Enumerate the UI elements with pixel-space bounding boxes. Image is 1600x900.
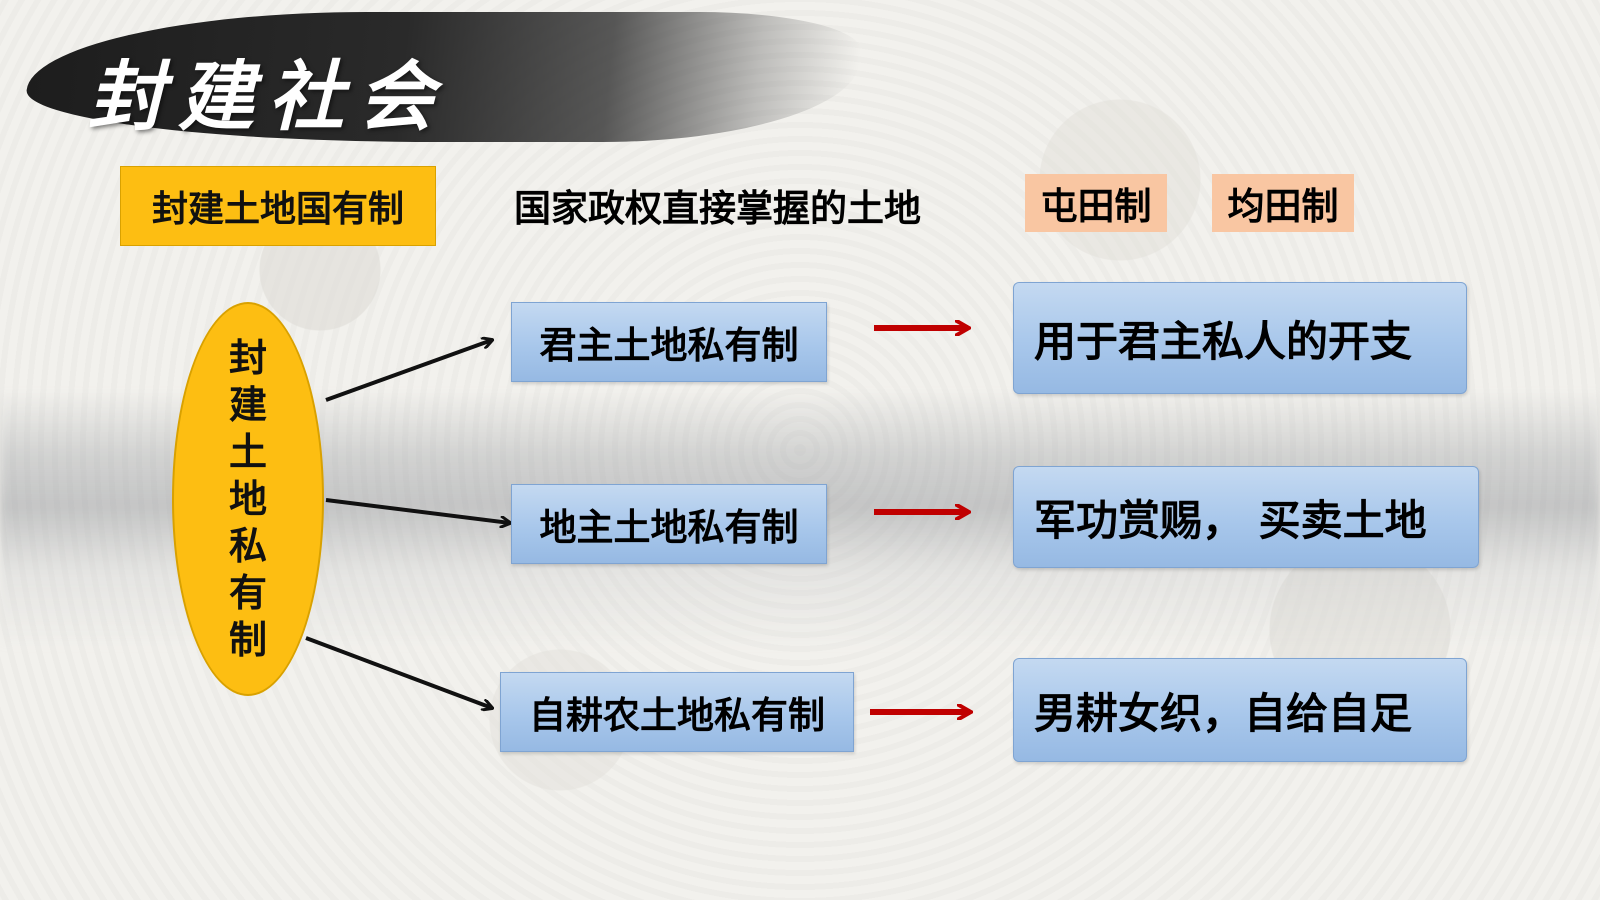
peasant-ownership-box: 自耕农土地私有制 (500, 672, 854, 752)
state-ownership-description: 国家政权直接掌握的土地 (514, 187, 921, 230)
state-ownership-box: 封建土地国有制 (120, 166, 436, 246)
landlord-use-box: 军功赏赐， 买卖土地 (1013, 466, 1479, 568)
peasant-use-box: 男耕女织，自给自足 (1013, 658, 1467, 762)
page-title: 封建社会 (88, 52, 448, 141)
landlord-ownership-box: 地主土地私有制 (511, 484, 827, 564)
monarch-ownership-box: 君主土地私有制 (511, 302, 827, 382)
branch-arrow-2 (325, 498, 510, 523)
monarch-use-box: 用于君主私人的开支 (1013, 282, 1467, 394)
juntian-tag: 均田制 (1212, 174, 1354, 232)
branch-arrow-3 (305, 636, 492, 708)
private-ownership-ellipse (172, 302, 324, 696)
tuntian-tag: 屯田制 (1025, 174, 1167, 232)
branch-arrow-1 (325, 340, 492, 402)
private-ownership-label: 封建土地私有制 (228, 336, 267, 662)
